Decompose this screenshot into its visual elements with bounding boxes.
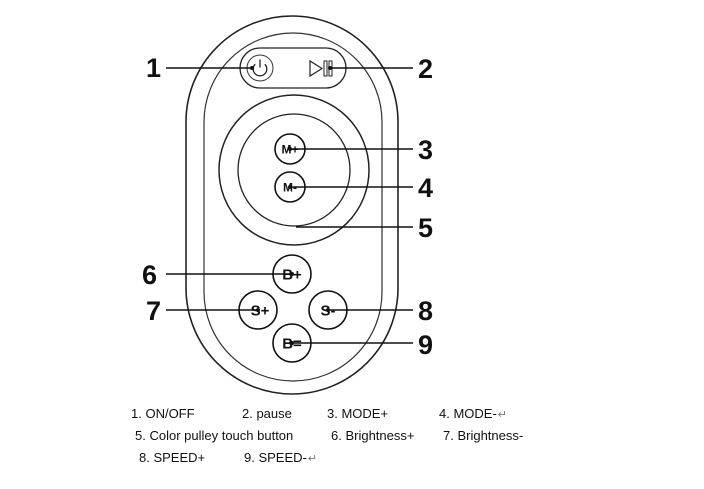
remote-diagram: M+ M- B+ S+ S- B= <box>142 15 433 395</box>
callout-8: 8 <box>418 296 433 326</box>
leader-lines <box>166 67 413 344</box>
callout-7: 7 <box>146 296 161 326</box>
callout-2: 2 <box>418 54 433 84</box>
legend-brightness-plus: 6. Brightness+ <box>331 428 415 443</box>
legend-mode-plus: 3. MODE+ <box>327 406 389 421</box>
power-icon[interactable] <box>246 54 274 82</box>
legend-speed-plus: 8. SPEED+ <box>139 450 206 465</box>
color-pulley-ring-inner <box>237 113 351 227</box>
callout-1: 1 <box>146 53 161 83</box>
legend-pause: 2. pause <box>242 406 292 421</box>
callout-5: 5 <box>418 213 433 243</box>
speed-plus-label: S+ <box>251 303 270 320</box>
leader-dots <box>250 66 332 345</box>
legend-speed-minus: 9. SPEED- <box>244 450 307 465</box>
legend-brightness-minus: 7. Brightness- <box>443 428 524 443</box>
return-mark-icon: ↵ <box>497 409 508 421</box>
legend-mode-minus-row: 4. MODE-↵ <box>439 406 507 421</box>
legend-on-off: 1. ON/OFF <box>131 406 195 421</box>
callout-4: 4 <box>418 173 433 203</box>
legend-color-pulley: 5. Color pulley touch button <box>135 428 294 443</box>
legend-speed-minus-row: 9. SPEED-↵ <box>244 450 317 465</box>
return-mark-icon: ↵ <box>307 453 318 465</box>
callout-3: 3 <box>418 135 433 165</box>
callout-9: 9 <box>418 330 433 360</box>
brightness-minus-button[interactable]: B= <box>272 323 312 363</box>
legend-mode-minus: 4. MODE- <box>439 406 497 421</box>
callout-6: 6 <box>142 260 157 290</box>
